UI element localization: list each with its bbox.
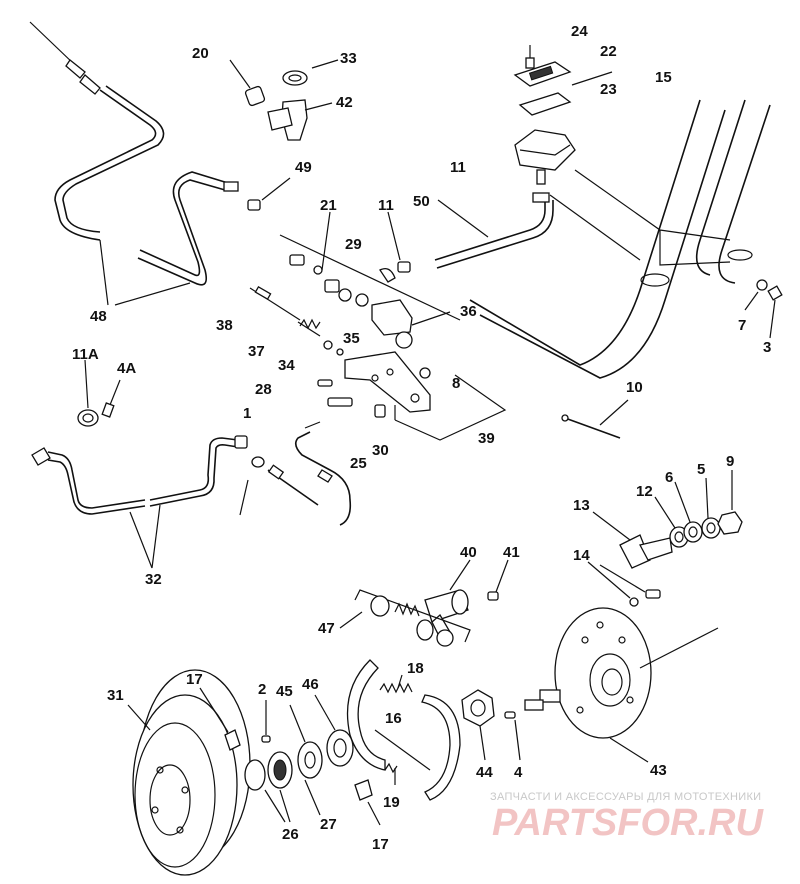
tee-fitting-group (229, 59, 339, 141)
brake-drum-31 (127, 669, 251, 876)
label-40: 40 (460, 544, 477, 561)
label-23: 23 (600, 81, 617, 98)
label-42: 42 (336, 94, 353, 111)
label-6: 6 (665, 469, 673, 486)
label-26: 26 (282, 826, 299, 843)
bolt-49 (247, 177, 291, 211)
hub-bearings (244, 694, 381, 826)
watermark: ЗАПЧАСТИ И АКСЕССУАРЫ ДЛЯ МОТОТЕХНИКИ PA… (490, 791, 764, 844)
watermark-logo: PARTSFOR.RU (492, 802, 764, 844)
label-31: 31 (107, 687, 124, 704)
master-cylinder-group (513, 45, 613, 185)
label-17-top: 17 (186, 671, 203, 688)
brake-line-32 (31, 435, 319, 569)
label-46: 46 (302, 676, 319, 693)
label-48: 48 (90, 308, 107, 325)
label-11-top: 11 (450, 159, 466, 176)
label-16: 16 (385, 710, 402, 727)
label-2: 2 (258, 681, 266, 698)
label-28: 28 (255, 381, 272, 398)
label-17-bottom: 17 (372, 836, 389, 853)
label-18: 18 (407, 660, 424, 677)
label-20: 20 (192, 45, 209, 62)
label-8: 8 (452, 375, 460, 392)
label-15: 15 (655, 69, 672, 86)
label-4A: 4A (117, 360, 136, 377)
label-47: 47 (318, 620, 335, 637)
label-43: 43 (650, 762, 667, 779)
label-32: 32 (145, 571, 162, 588)
brake-line-50 (434, 192, 554, 269)
label-30: 30 (372, 442, 389, 459)
label-49: 49 (295, 159, 312, 176)
backing-plate-43 (524, 607, 719, 763)
label-29: 29 (345, 236, 362, 253)
wheel-cylinder-group (339, 559, 509, 647)
label-22: 22 (600, 43, 617, 60)
label-27: 27 (320, 816, 337, 833)
valve-group (279, 211, 461, 349)
label-33: 33 (340, 50, 357, 67)
label-39: 39 (478, 430, 495, 447)
label-1: 1 (243, 405, 251, 422)
label-34: 34 (278, 357, 295, 374)
label-13: 13 (573, 497, 590, 514)
frame-tubes (469, 99, 771, 379)
brake-line-48 (29, 21, 239, 306)
label-19: 19 (383, 794, 400, 811)
label-24: 24 (571, 23, 588, 40)
label-37: 37 (248, 343, 265, 360)
label-9: 9 (726, 453, 734, 470)
label-10: 10 (626, 379, 643, 396)
label-14: 14 (573, 547, 590, 564)
pin-and-bolts (561, 279, 783, 439)
label-35: 35 (343, 330, 360, 347)
cable-25 (294, 421, 352, 526)
label-41: 41 (503, 544, 520, 561)
clip-11A (77, 359, 121, 427)
label-11-mid: 11 (378, 197, 394, 214)
label-11A: 11A (72, 346, 99, 363)
label-7: 7 (738, 317, 746, 334)
axle-parts (587, 470, 743, 607)
watermark-caption: ЗАПЧАСТИ И АКСЕССУАРЫ ДЛЯ МОТОТЕХНИКИ (490, 791, 761, 803)
label-21: 21 (320, 197, 337, 214)
label-5: 5 (697, 461, 705, 478)
label-45: 45 (276, 683, 293, 700)
label-44: 44 (476, 764, 493, 781)
label-36: 36 (460, 303, 477, 320)
nut-44 (461, 689, 521, 761)
label-12: 12 (636, 483, 653, 500)
bracket-group (249, 286, 507, 441)
label-25: 25 (350, 455, 367, 472)
label-50: 50 (413, 193, 430, 210)
brake-shoes (346, 659, 461, 801)
label-3: 3 (763, 339, 771, 356)
label-38: 38 (216, 317, 233, 334)
part-labels: 24 22 23 15 20 33 42 49 11 50 21 11 29 4… (72, 23, 771, 853)
label-4: 4 (514, 764, 523, 781)
